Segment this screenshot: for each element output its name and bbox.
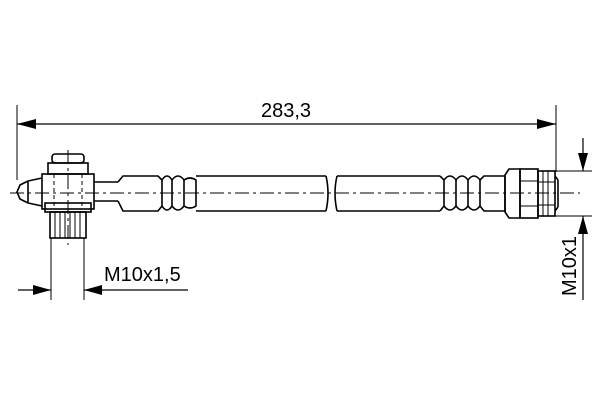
length-dimension: 283,3 [16, 100, 557, 180]
right-thread-dimension: M10x1 [555, 138, 592, 300]
left-thread-dimension: M10x1,5 [18, 238, 188, 300]
left-fitting [16, 150, 118, 245]
left-rib [171, 175, 185, 211]
arrowhead-right [537, 119, 556, 129]
length-label: 283,3 [261, 100, 311, 122]
break-line-left [325, 175, 329, 212]
arrowhead-bottom [578, 216, 588, 234]
arrowhead-right [84, 285, 102, 295]
thread-hatch [54, 212, 81, 238]
fitting-tip [16, 180, 29, 204]
arrowhead-top [578, 153, 588, 171]
left-thread-label: M10x1,5 [104, 264, 181, 286]
right-thread-label: M10x1 [559, 236, 581, 296]
arrowhead-left [17, 119, 36, 129]
arrowhead-left [33, 285, 51, 295]
